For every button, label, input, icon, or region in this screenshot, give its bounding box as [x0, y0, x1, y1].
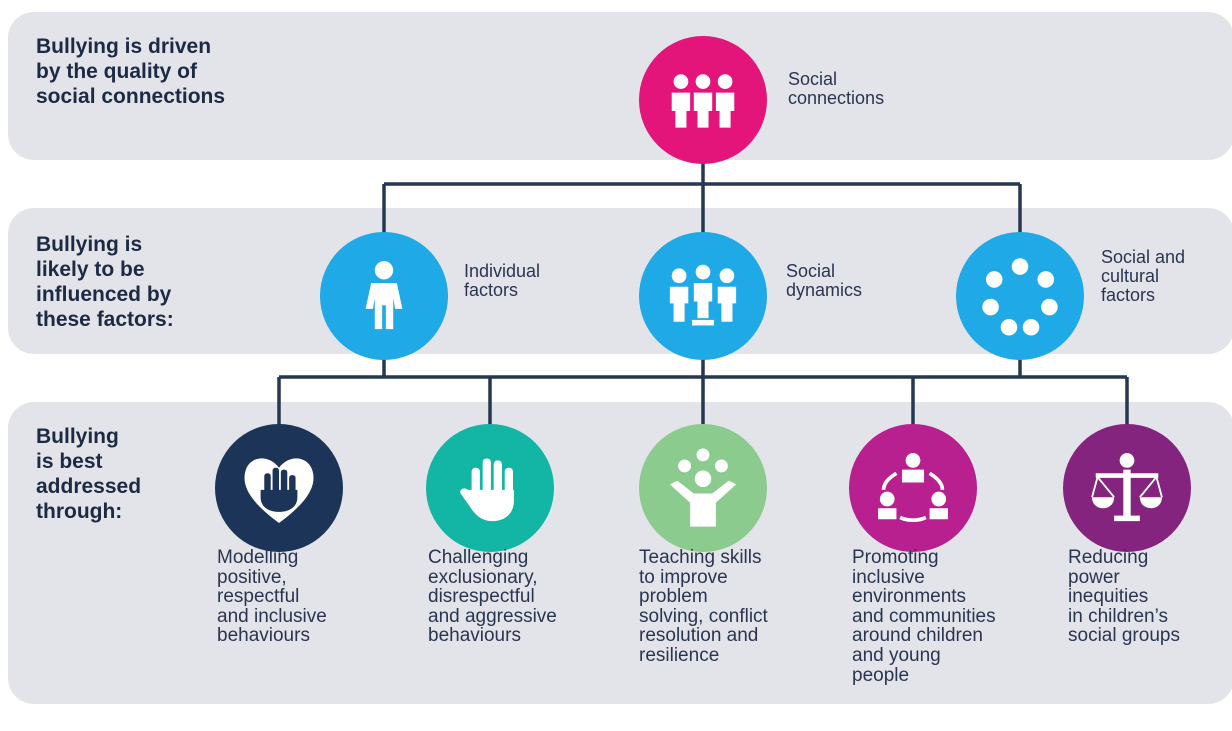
hand-heart-icon: [244, 458, 314, 523]
group-dynamics-icon: [669, 264, 737, 326]
person-icon: [365, 261, 403, 330]
promoting-inclusive-node: [849, 424, 977, 552]
modelling-label: Modelling positive, respectful and inclu…: [217, 547, 327, 647]
row-label-influenced: Bullying is likely to be influenced by t…: [36, 233, 174, 331]
balance-scale-icon: [1091, 453, 1163, 522]
people-group-icon: [671, 74, 735, 128]
stop-hand-icon: [460, 458, 514, 522]
challenging-node: [426, 424, 554, 552]
row-label-addressed: Bullying is best addressed through:: [36, 425, 142, 523]
challenging-label: Challenging exclusionary, disrespectful …: [428, 547, 557, 647]
row-band-approaches: [8, 402, 1232, 704]
individual-factors-node: [320, 232, 448, 360]
social-cultural-factors-node: [956, 232, 1084, 360]
reducing-power-node: [1063, 424, 1191, 552]
teaching-skills-node: [639, 424, 767, 552]
teaching-skills-label: Teaching skills to improve problem solvi…: [639, 547, 768, 666]
community-cycle-icon: [878, 453, 948, 523]
modelling-node: [215, 424, 343, 552]
individual-factors-label: Individual factors: [464, 261, 541, 300]
reducing-power-label: Reducing power inequities in children’s …: [1068, 547, 1180, 647]
social-dynamics-label: Social dynamics: [786, 261, 863, 300]
social-dynamics-node: [639, 232, 767, 360]
juggling-person-icon: [669, 448, 737, 527]
promoting-inclusive-label: Promoting inclusive environments and com…: [852, 547, 996, 686]
social-connections-label: Social connections: [788, 69, 885, 108]
row-band-social-connections: [8, 12, 1232, 160]
social-connections-node: [639, 36, 767, 164]
circle-of-people-icon: [982, 258, 1058, 336]
social-cultural-factors-label: Social and cultural factors: [1101, 247, 1186, 305]
row-label-driven: Bullying is driven by the quality of soc…: [36, 35, 226, 108]
